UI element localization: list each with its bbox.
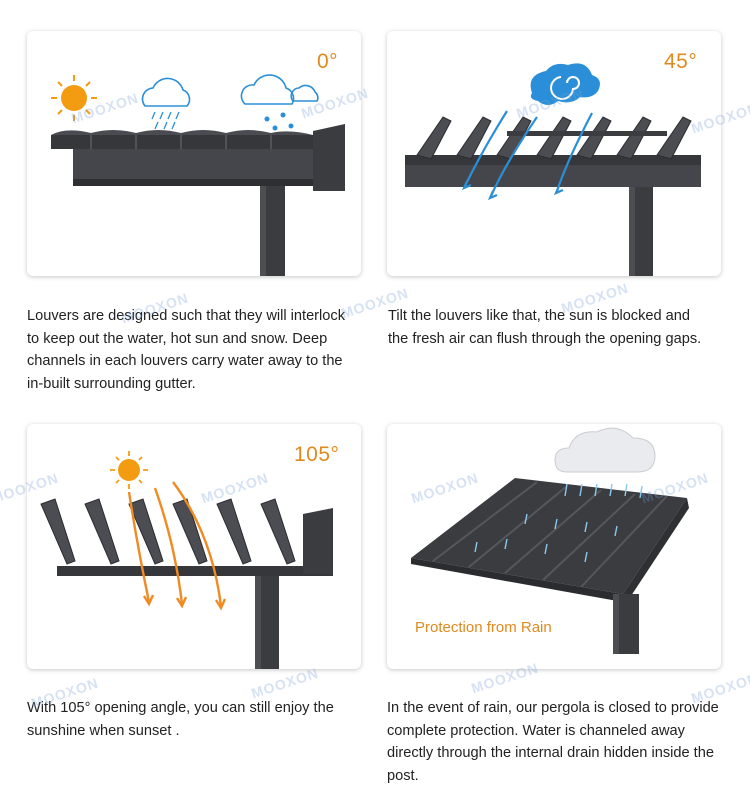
caption-closed: Louvers are designed such that they will… bbox=[27, 308, 345, 392]
caption-open: With 105° opening angle, you can still e… bbox=[27, 700, 334, 739]
panel-open-105deg: 105° bbox=[27, 424, 361, 669]
angle-label: 105° bbox=[294, 443, 340, 466]
angle-label: 45° bbox=[664, 50, 698, 73]
caption-rain: In the event of rain, our pergola is clo… bbox=[387, 700, 719, 784]
closed-roof-rain bbox=[411, 478, 689, 654]
rain-cloud-icon bbox=[554, 427, 656, 473]
snow-cloud-icon bbox=[240, 74, 319, 131]
sunlight-arrows bbox=[127, 481, 227, 611]
pergola-45deg-illustration bbox=[405, 63, 701, 276]
raindrops bbox=[474, 483, 643, 563]
pergola-105deg-illustration bbox=[40, 451, 333, 669]
sun-icon bbox=[110, 451, 148, 489]
rain-cloud-icon bbox=[141, 77, 191, 130]
rain-protection-label: Protection from Rain bbox=[415, 619, 552, 636]
panel-closed-0deg: 0° bbox=[27, 31, 361, 276]
pergola-rain-illustration bbox=[411, 427, 689, 654]
tilted-louvers-45 bbox=[405, 116, 701, 276]
open-louvers-105 bbox=[40, 498, 333, 669]
pergola-closed-illustration bbox=[51, 74, 345, 276]
panel-rain-protection: Protection from Rain bbox=[387, 424, 721, 669]
watermark-text: MOOXON bbox=[249, 664, 321, 702]
caption-tilted: Tilt the louvers like that, the sun is b… bbox=[388, 308, 702, 347]
sun-icon bbox=[51, 75, 97, 121]
wind-cloud-icon bbox=[530, 63, 600, 105]
closed-louvers bbox=[51, 124, 345, 276]
panel-tilted-45deg: 45° bbox=[387, 31, 721, 276]
angle-label: 0° bbox=[317, 50, 339, 73]
airflow-arrows bbox=[461, 110, 593, 201]
